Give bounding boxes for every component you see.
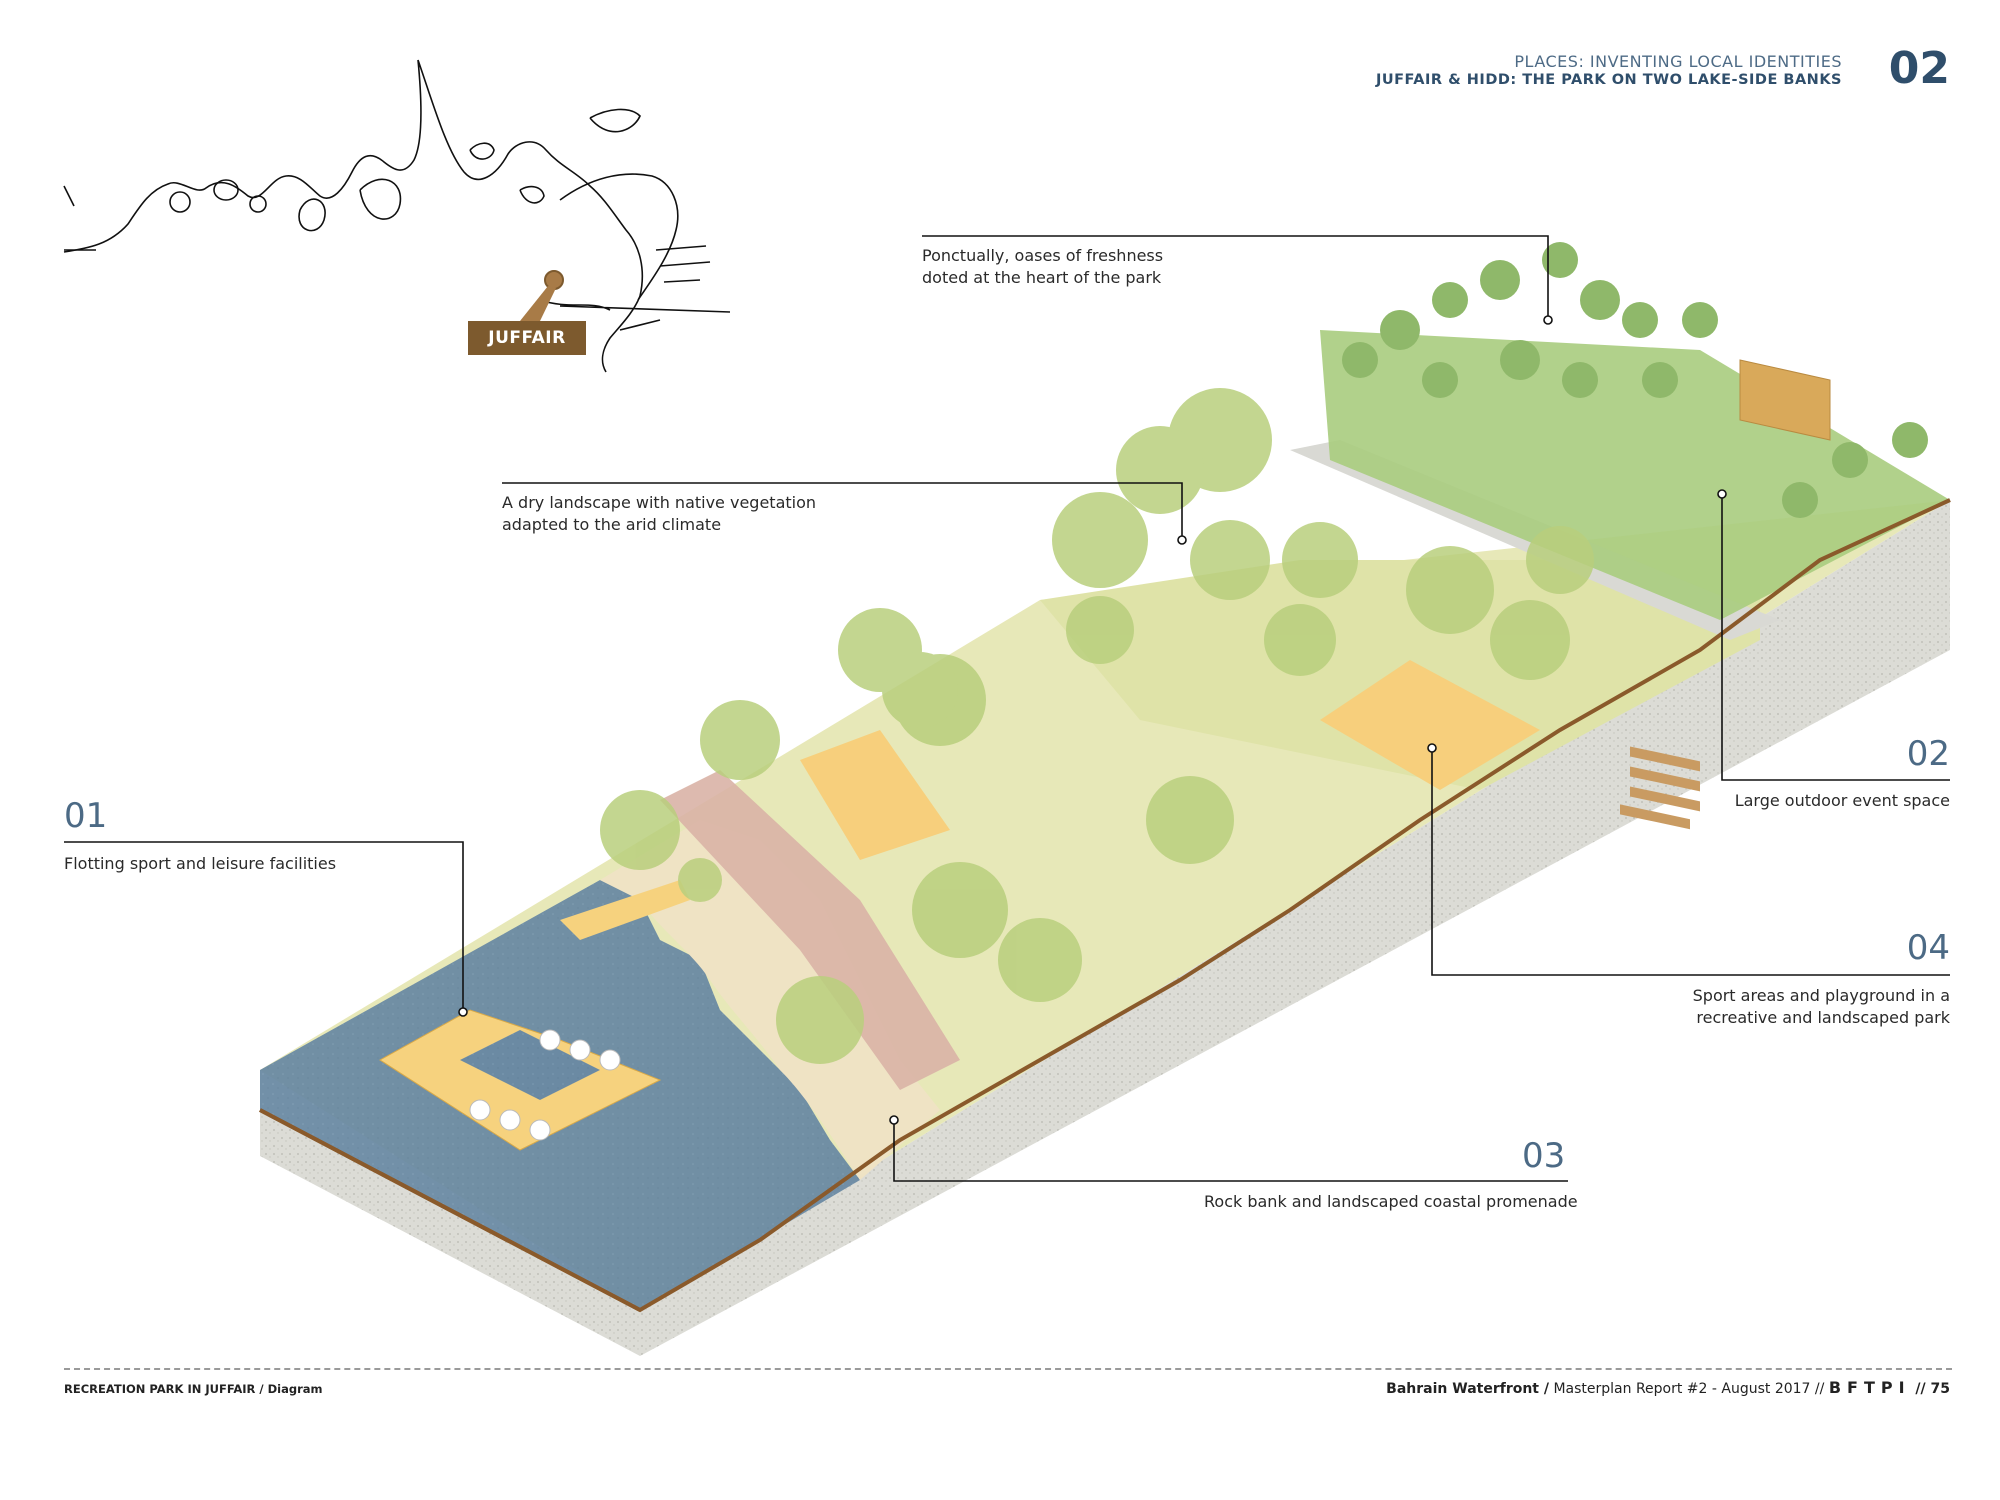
tree-canopies xyxy=(600,388,1594,1064)
footer-report-info: Bahrain Waterfront / Masterplan Report #… xyxy=(1386,1378,1950,1397)
event-stage xyxy=(1739,359,1831,441)
juffair-location-marker xyxy=(544,270,564,290)
terrain-edge-line xyxy=(259,498,1951,1313)
leader-dry-landscape xyxy=(502,482,1183,540)
callout-dry-landscape-line-2: adapted to the arid climate xyxy=(502,515,722,534)
leader-04 xyxy=(1431,748,1950,976)
terrain-front-edge xyxy=(259,1108,641,1312)
terrain-block xyxy=(259,330,1951,1356)
footer-client: Bahrain Waterfront / xyxy=(1386,1381,1549,1397)
leader-lines xyxy=(64,235,1950,1182)
section-number: 02 xyxy=(1888,43,1950,94)
callout-03-text: Rock bank and landscaped coastal promena… xyxy=(1204,1192,1578,1211)
leader-02 xyxy=(1721,494,1950,781)
islands xyxy=(169,108,641,232)
footer-page-separator: // xyxy=(1910,1381,1931,1397)
leader-endpoints xyxy=(458,315,1727,1125)
callout-01-number: 01 xyxy=(64,796,108,836)
palm-trees xyxy=(1342,242,1928,518)
event-seating xyxy=(1620,746,1700,830)
footer-brand-logo: BFTPI xyxy=(1828,1378,1911,1397)
callout-oasis-text: Ponctually, oases of freshness doted at … xyxy=(922,245,1163,289)
coastal-promenade xyxy=(660,770,960,1090)
leader-03 xyxy=(893,1120,1568,1182)
callout-02-number: 02 xyxy=(1906,734,1950,774)
floating-platform xyxy=(379,880,690,1151)
callout-dry-landscape-line-1: A dry landscape with native vegetation xyxy=(502,493,817,512)
callout-01-text: Flotting sport and leisure facilities xyxy=(64,854,337,873)
callout-04-number: 04 xyxy=(1906,928,1950,968)
callout-03-number: 03 xyxy=(1522,1136,1566,1176)
juffair-pointer xyxy=(520,286,556,321)
hidd-island xyxy=(559,173,679,301)
leader-01 xyxy=(64,841,464,1012)
page-subtitle: JUFFAIR & HIDD: THE PARK ON TWO LAKE-SID… xyxy=(1375,72,1842,88)
sand-beach xyxy=(600,820,940,1180)
block-side-front xyxy=(260,1110,640,1356)
sport-area xyxy=(1320,660,1540,790)
callout-oasis-line-2: doted at the heart of the park xyxy=(922,268,1162,287)
callout-04-text-line-2: recreative and landscaped park xyxy=(1696,1008,1950,1027)
block-side-long xyxy=(640,500,1950,1356)
section-label: PLACES: INVENTING LOCAL IDENTITIES xyxy=(1514,52,1842,71)
coastline xyxy=(63,59,644,373)
callout-04-text-line-1: Sport areas and playground in a xyxy=(1692,986,1950,1005)
oasis-zone xyxy=(1320,330,1950,620)
callout-dry-landscape-text: A dry landscape with native vegetation a… xyxy=(502,492,816,536)
locator-map xyxy=(63,59,731,373)
roads xyxy=(539,245,731,331)
page-number: 75 xyxy=(1930,1381,1950,1397)
footer-report: Masterplan Report #2 - August 2017 // xyxy=(1549,1381,1825,1397)
map-location-label: JUFFAIR xyxy=(468,321,586,355)
footer-caption: RECREATION PARK IN JUFFAIR / Diagram xyxy=(64,1382,323,1396)
playground xyxy=(800,730,950,860)
callout-oasis-line-1: Ponctually, oases of freshness xyxy=(922,246,1164,265)
small-channel xyxy=(63,185,96,251)
callout-02-text: Large outdoor event space xyxy=(1734,791,1950,810)
callout-04-text: Sport areas and playground in a recreati… xyxy=(1550,985,1950,1029)
leader-oasis xyxy=(922,235,1549,320)
footer-divider xyxy=(64,1368,1952,1370)
